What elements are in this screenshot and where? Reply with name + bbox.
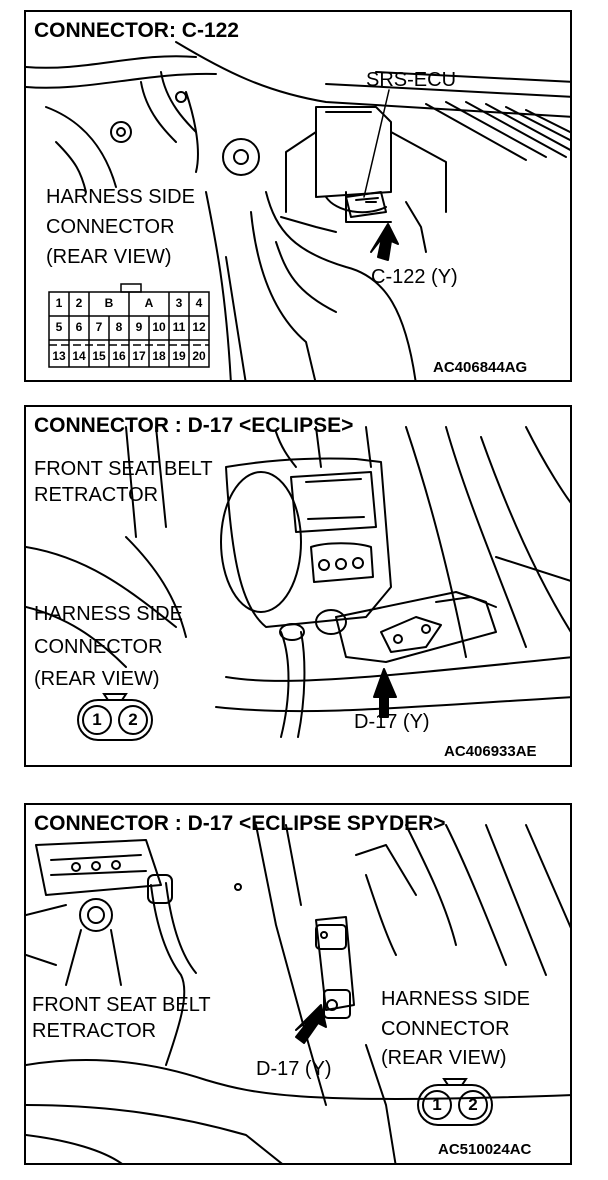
connector-callout: C-122 (Y) [371,266,458,288]
pin-9: 9 [135,320,143,334]
pin-1: 1 [55,296,63,310]
connector-panel-c122: CONNECTOR: C-122 SRS-ECU HARNESS SIDE CO… [24,10,572,382]
retractor-label-line1: FRONT SEAT BELT [34,458,213,480]
pin-16: 16 [112,349,126,363]
connector-panel-d17-eclipse: CONNECTOR : D-17 <ECLIPSE> FRONT SEAT BE… [24,405,572,767]
panel-title: CONNECTOR : D-17 <ECLIPSE> [34,414,354,437]
pin-7: 7 [95,320,103,334]
harness-label-line1: HARNESS SIDE [34,603,183,625]
harness-label-line3: (REAR VIEW) [34,668,160,690]
figure-code: AC406844AG [433,359,528,376]
vehicle-illustration-d17-spyder [26,824,570,1163]
pin-20: 20 [192,349,206,363]
pin-15: 15 [92,349,106,363]
pin-12: 12 [192,320,206,334]
harness-label-line2: CONNECTOR [46,216,175,238]
connector-callout: D-17 (Y) [256,1058,332,1080]
figure-code: AC510024AC [438,1141,532,1158]
pin-10: 10 [152,320,166,334]
harness-label-line1: HARNESS SIDE [46,186,195,208]
vehicle-illustration-c122 [26,41,570,380]
pin-8: 8 [115,320,123,334]
connector-face-d17-spyder: 1 2 [410,1077,500,1129]
panel-title: CONNECTOR : D-17 <ECLIPSE SPYDER> [34,812,446,835]
connector-face-d17: 1 2 [70,692,160,744]
pin-a: A [144,296,154,310]
harness-label-line1: HARNESS SIDE [381,988,530,1010]
harness-label-line2: CONNECTOR [381,1018,510,1040]
pin-3: 3 [175,296,183,310]
retractor-label-line2: RETRACTOR [32,1020,157,1042]
pin-18: 18 [152,349,166,363]
pin-5: 5 [55,320,63,334]
pin-2: 2 [468,1095,478,1114]
pin-11: 11 [172,320,186,334]
pin-6: 6 [75,320,83,334]
pin-1: 1 [92,710,102,729]
panel-title: CONNECTOR: C-122 [34,19,239,42]
figure-code: AC406933AE [444,743,537,760]
pin-1: 1 [432,1095,442,1114]
pin-17: 17 [132,349,146,363]
pin-b: B [104,296,114,310]
connector-panel-d17-eclipse-spyder: CONNECTOR : D-17 <ECLIPSE SPYDER> FRONT … [24,803,572,1165]
harness-label-line3: (REAR VIEW) [381,1047,507,1069]
connector-face-c122: 1 2 B A 3 4 5 6 7 8 9 10 11 12 13 14 15 … [46,282,212,370]
retractor-label-line2: RETRACTOR [34,484,159,506]
pin-4: 4 [195,296,203,310]
srs-ecu-label: SRS-ECU [366,69,457,91]
retractor-label-line1: FRONT SEAT BELT [32,994,211,1016]
vehicle-illustration-d17-eclipse [26,426,570,738]
pin-13: 13 [52,349,66,363]
harness-label-line3: (REAR VIEW) [46,246,172,268]
pin-14: 14 [72,349,86,363]
pin-2: 2 [75,296,83,310]
pin-2: 2 [128,710,138,729]
connector-callout: D-17 (Y) [354,711,430,733]
harness-label-line2: CONNECTOR [34,636,163,658]
pin-19: 19 [172,349,186,363]
